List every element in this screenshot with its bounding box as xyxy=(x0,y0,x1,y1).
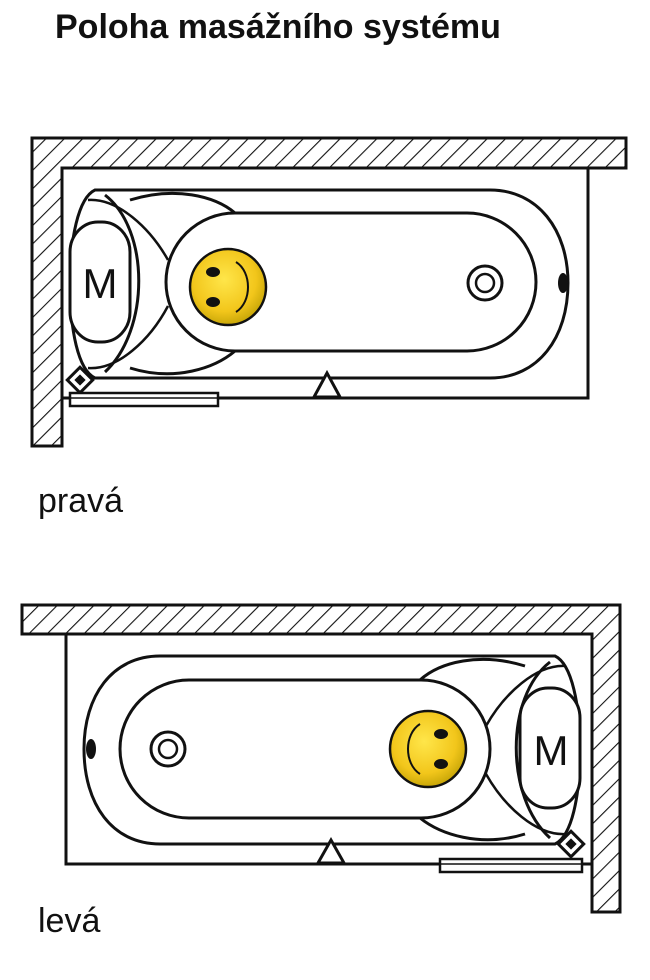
tub-basin xyxy=(164,211,538,353)
pillow-smiley-icon xyxy=(388,709,468,789)
front-panel xyxy=(438,857,584,874)
headrest-contour xyxy=(418,657,552,842)
panel-marker-triangle xyxy=(311,369,343,399)
front-panel xyxy=(68,391,220,408)
diagram-right: M xyxy=(30,136,628,448)
overflow-icon xyxy=(558,273,568,293)
control-icon xyxy=(556,829,586,859)
hatched-wall-left xyxy=(20,603,622,914)
diagram-left: M xyxy=(20,603,622,914)
pillow-smiley-icon xyxy=(188,247,268,327)
tub-outline xyxy=(60,166,590,400)
overflow-icon xyxy=(86,739,96,759)
motor-box-icon: M xyxy=(68,220,132,344)
motor-label: M xyxy=(534,727,569,774)
drain-icon xyxy=(466,264,504,302)
caption-left: levá xyxy=(38,902,101,940)
page-title: Poloha masážního systému xyxy=(55,8,501,46)
headrest-contour xyxy=(103,191,236,376)
drain-icon xyxy=(149,730,187,768)
panel-marker-triangle xyxy=(315,836,347,865)
motor-label: M xyxy=(83,260,118,307)
tub-basin xyxy=(118,678,492,820)
caption-right: pravá xyxy=(38,482,124,520)
control-icon xyxy=(65,365,95,395)
motor-box-icon: M xyxy=(518,686,582,810)
tub-outline xyxy=(64,632,594,866)
